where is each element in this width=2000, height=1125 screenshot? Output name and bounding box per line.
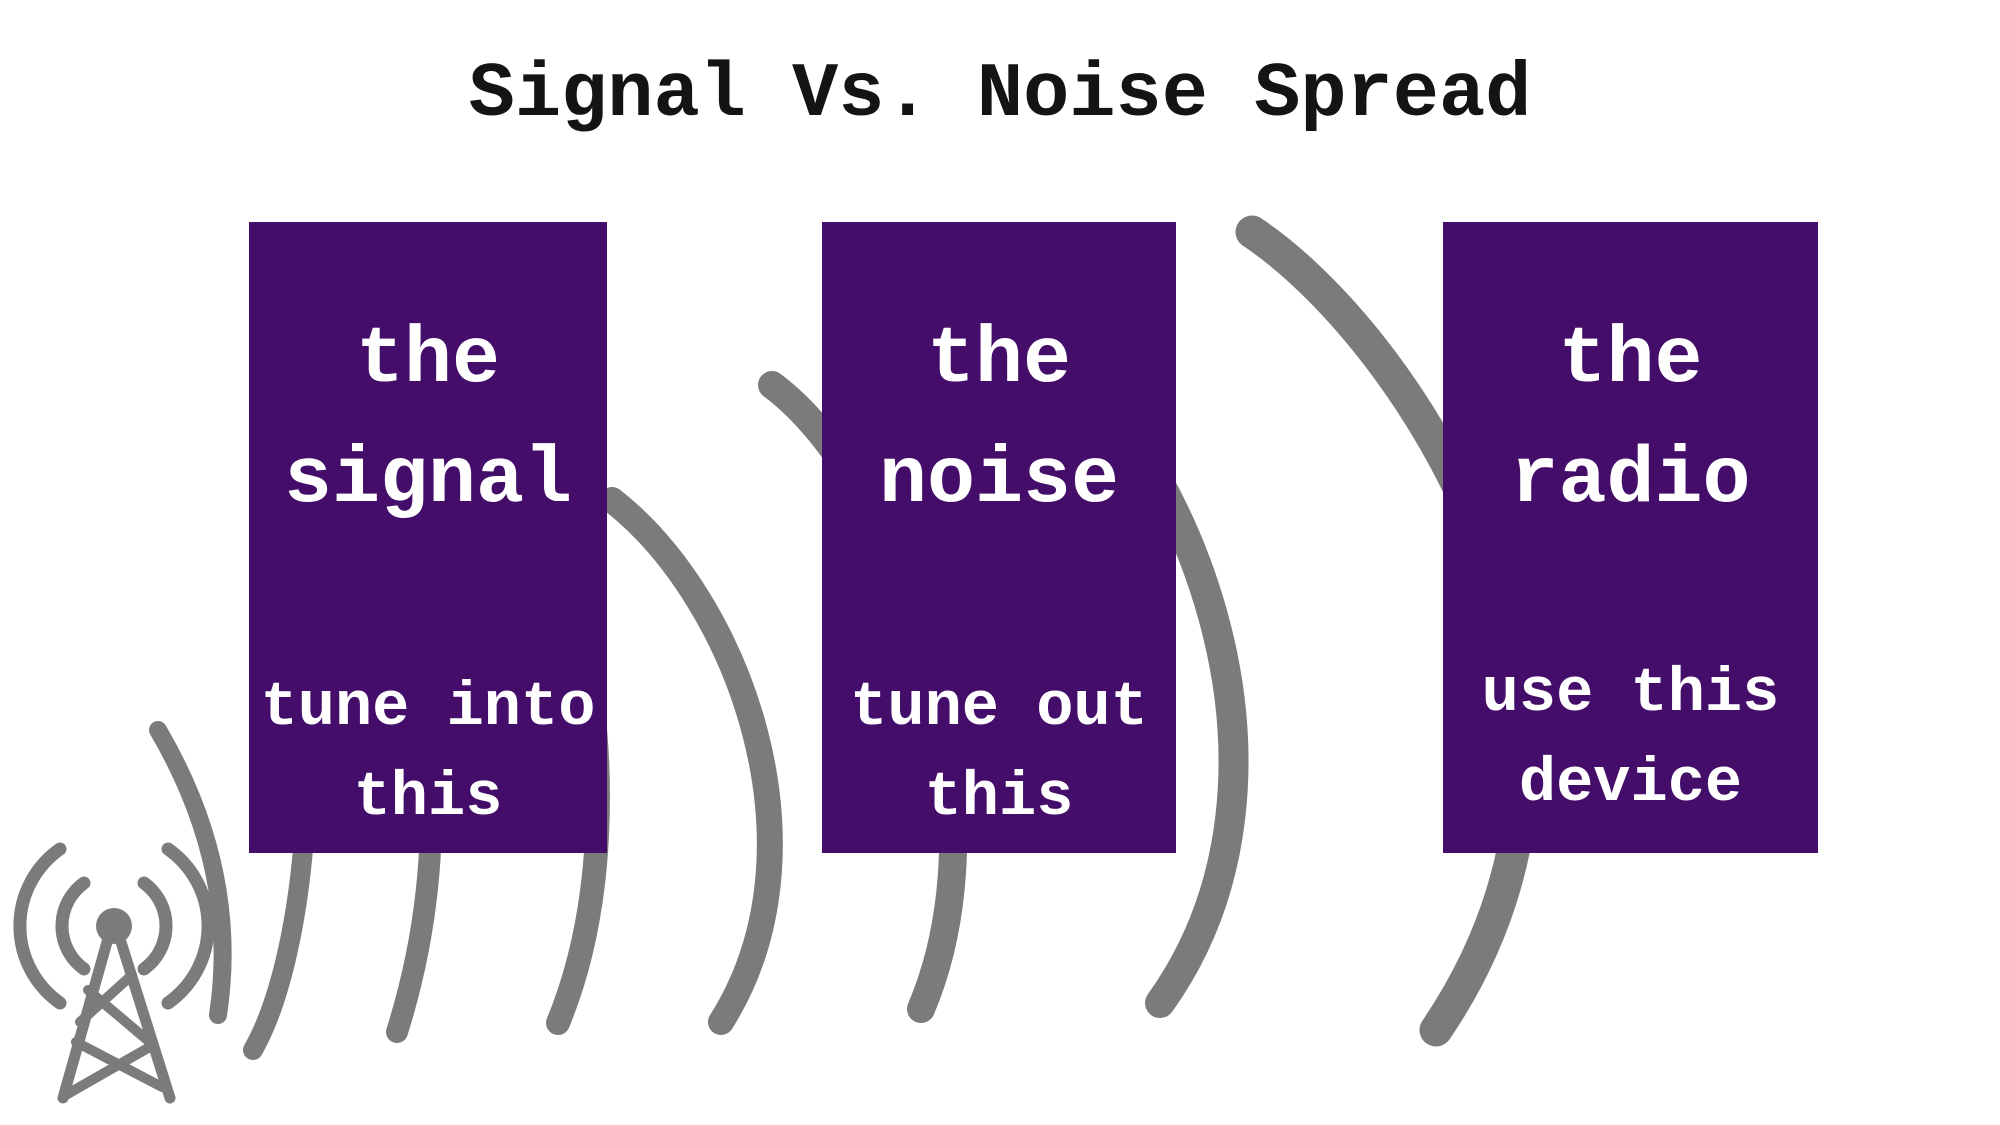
card-heading: the signal	[284, 301, 572, 541]
tower-lattice	[57, 936, 176, 1104]
card-the-radio: the radio use this device	[1443, 222, 1818, 853]
tower-wave-left-inner	[55, 876, 91, 976]
card-caption-line: use this	[1481, 658, 1780, 729]
card-the-signal: the signal tune into this	[249, 222, 607, 853]
card-heading-line: the	[355, 315, 500, 406]
card-heading: the radio	[1510, 301, 1750, 541]
tower-wave-right-outer	[161, 842, 215, 1010]
card-caption-line: tune out	[850, 672, 1148, 743]
card-caption-line: device	[1518, 748, 1743, 819]
tower-signal-waves	[13, 842, 215, 1010]
card-heading-line: signal	[283, 435, 573, 526]
card-heading-line: noise	[878, 435, 1120, 526]
tower-antenna-ball	[96, 908, 132, 944]
card-heading-line: radio	[1510, 435, 1751, 526]
wave-arc-5	[599, 487, 783, 1035]
wave-arc-1	[149, 721, 232, 1024]
page-title: Signal Vs. Noise Spread	[468, 52, 1532, 139]
tower-wave-right-inner	[137, 876, 173, 976]
radio-tower-icon	[13, 842, 215, 1104]
card-caption-line: this	[924, 762, 1074, 833]
tower-wave-left-outer	[13, 842, 67, 1010]
card-caption: tune into this	[261, 663, 596, 843]
card-caption: use this device	[1482, 649, 1780, 829]
card-caption-line: this	[353, 762, 503, 833]
card-caption-line: tune into	[260, 672, 596, 743]
card-heading-line: the	[926, 315, 1071, 406]
card-the-noise: the noise tune out this	[822, 222, 1176, 853]
card-caption: tune out this	[850, 663, 1148, 843]
card-heading-line: the	[1558, 315, 1703, 406]
card-heading: the noise	[879, 301, 1119, 541]
